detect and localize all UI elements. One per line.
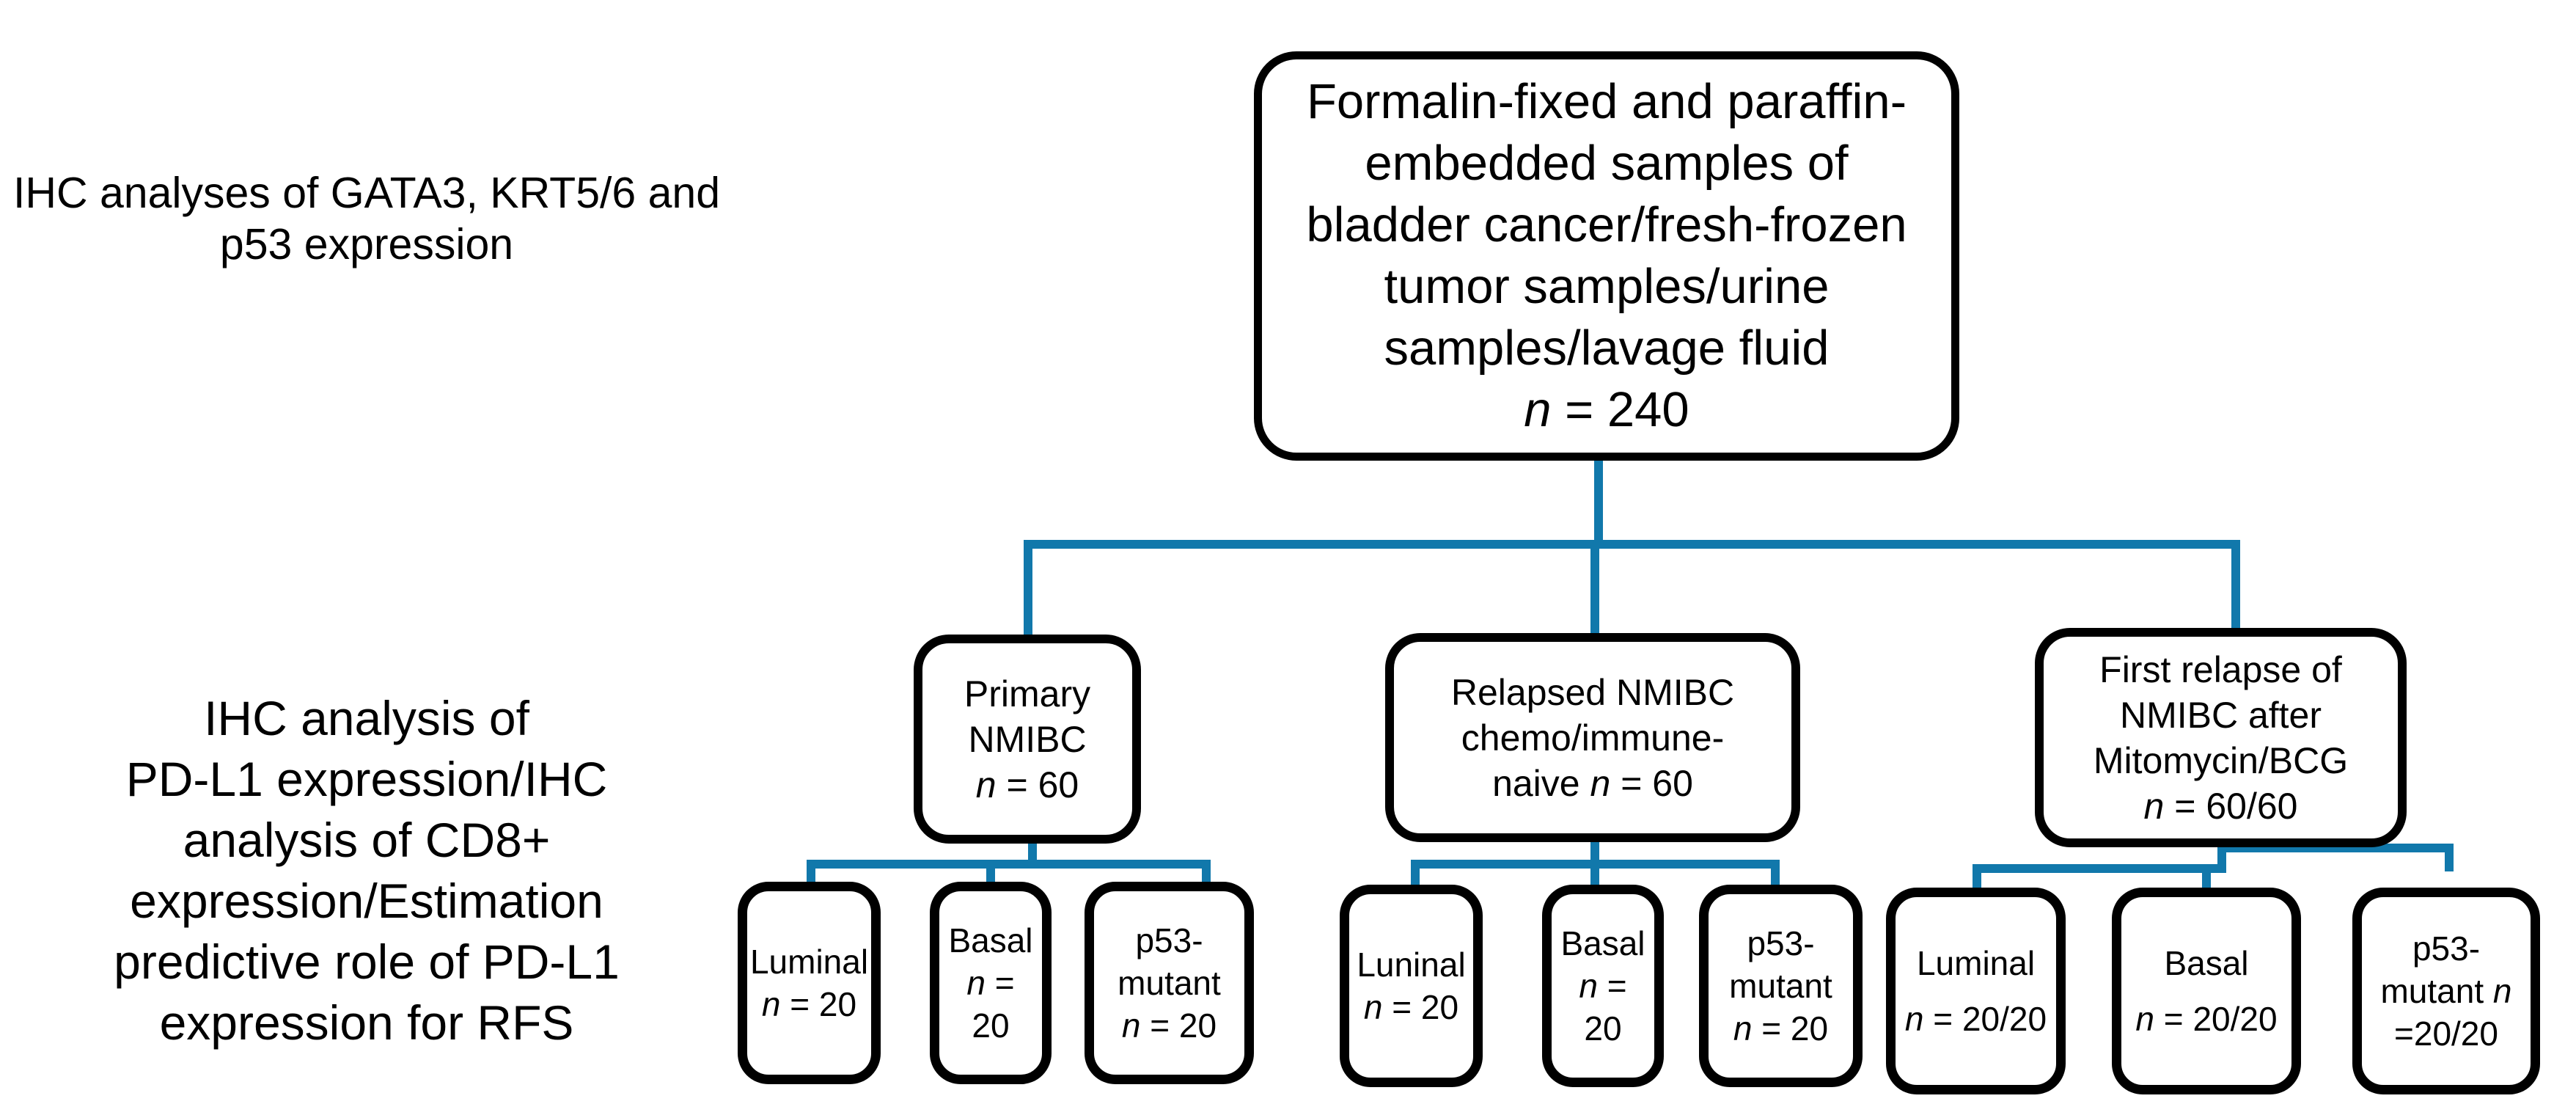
group2-basal-box: Basal n = 20 [1542, 885, 1664, 1087]
text-line: NMIBC [968, 718, 1087, 760]
text-line: Luminal [749, 943, 869, 981]
group3-p53-mutant-box: p53- mutant n =20/20 [2352, 888, 2540, 1094]
connector-drop-g3-luminal [1973, 873, 1981, 892]
group3-basal-box: Basal n = 20/20 [2112, 888, 2301, 1094]
text-line: mutant n [2380, 972, 2512, 1010]
text-line: Primary [964, 673, 1091, 714]
connector-drop-g2-p53 [1771, 869, 1780, 889]
connector-drop-g2-basal [1590, 869, 1599, 889]
connector-group1-horizontal [807, 860, 1211, 869]
text-line: 20 [972, 1006, 1010, 1045]
connector-drop-relapsed [1590, 549, 1599, 636]
text-line: tumor samples/urine [1384, 259, 1830, 314]
text-line: n = 60 [975, 764, 1079, 805]
text-line: p53 expression [219, 220, 514, 268]
text-line: naive n = 60 [1492, 762, 1693, 804]
text-line: chemo/immune- [1461, 717, 1725, 758]
text-line: n = 20/20 [2135, 1000, 2278, 1038]
text-line: IHC analyses of GATA3, KRT5/6 and [12, 169, 721, 217]
text-line: expression/Estimation [130, 874, 603, 928]
root-samples-box: Formalin-fixed and paraffin-embedded sam… [1254, 51, 1959, 461]
text-line: n = 20 [1363, 988, 1459, 1026]
text-line: Luminal [1916, 944, 2036, 982]
text-line: n = 20 [1121, 1006, 1217, 1045]
text-line: n = 20/20 [1904, 1000, 2047, 1038]
text-line: n = [1579, 967, 1627, 1005]
text-line: embedded samples of [1365, 136, 1849, 191]
text-line: NMIBC after [2119, 694, 2322, 736]
connector-drop-primary [1024, 540, 1032, 637]
text-line: predictive role of PD-L1 [114, 935, 620, 989]
text-line: 20 [1584, 1009, 1622, 1048]
text-line: p53- [2412, 929, 2481, 968]
connector-tier1-horizontal [1024, 540, 2240, 549]
text-line: Relapsed NMIBC [1450, 671, 1735, 713]
connector-drop-first-relapse [2231, 540, 2240, 631]
text-line: Mitomycin/BCG [2093, 739, 2349, 781]
text-line: mutant [1729, 967, 1832, 1005]
group2-p53-mutant-box: p53- mutant n = 20 [1699, 885, 1863, 1087]
connector-drop-g2-luminal [1411, 869, 1420, 889]
connector-group3-right-elbow [2445, 844, 2454, 871]
text-line: bladder cancer/fresh-frozen [1306, 197, 1907, 252]
connector-drop-g3-basal [2202, 873, 2211, 892]
text-line: Luninal [1357, 946, 1466, 984]
text-line: samples/lavage fluid [1384, 321, 1830, 376]
text-line: expression for RFS [159, 995, 574, 1050]
group1-p53-mutant-box: p53- mutant n = 20 [1085, 882, 1254, 1084]
text-line: n = 240 [1524, 382, 1689, 437]
text-line: mutant [1118, 964, 1221, 1002]
text-line: n = 20 [1733, 1009, 1829, 1048]
connector-group2-horizontal [1411, 860, 1780, 869]
text-line: PD-L1 expression/IHC [125, 752, 608, 806]
connector-group3-lower-horizontal [1973, 864, 2226, 873]
text-line: Basal [948, 921, 1033, 959]
group1-luminal-box: Luminal n = 20 [738, 882, 881, 1084]
text-line: p53- [1747, 924, 1815, 962]
text-line: Basal [1560, 924, 1645, 962]
group2-luminal-box: Luninal n = 20 [1340, 885, 1483, 1087]
text-line: IHC analysis of [204, 691, 529, 745]
annotation-pdl1-cd8-rfs: IHC analysis of PD-L1 expression/IHC analy… [44, 688, 689, 1053]
text-line: n = 60/60 [2143, 785, 2298, 827]
text-line: n = [966, 964, 1015, 1002]
text-line: analysis of CD8+ [183, 813, 551, 867]
text-line: Formalin-fixed and paraffin- [1306, 74, 1907, 129]
text-line: p53- [1135, 921, 1203, 959]
group1-basal-box: Basal n = 20 [930, 882, 1052, 1084]
group3-luminal-box: Luminal n = 20/20 [1886, 888, 2066, 1094]
text-line: First relapse of [2099, 648, 2342, 690]
text-line: n = 20 [761, 985, 857, 1023]
connector-root-stem [1594, 453, 1603, 549]
text-line: =20/20 [2394, 1015, 2498, 1053]
text-line: Basal [2164, 944, 2249, 982]
